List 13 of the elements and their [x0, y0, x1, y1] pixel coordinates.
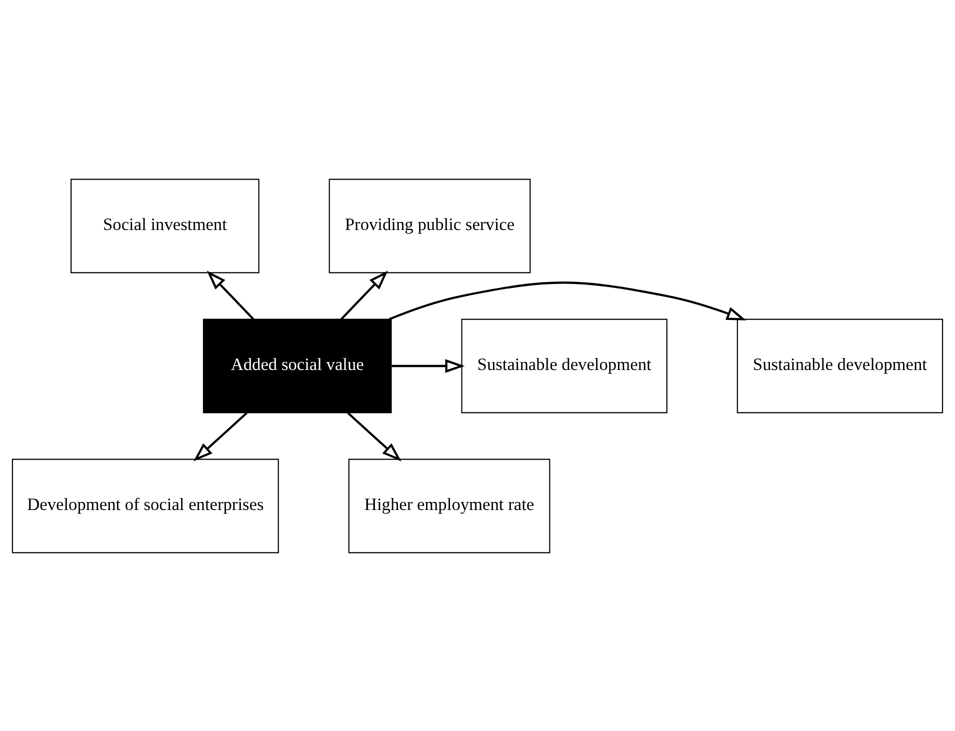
- node-box: Social investment: [70, 178, 260, 273]
- arrow: [347, 412, 402, 461]
- arrow: [388, 281, 746, 320]
- arrow: [193, 412, 248, 461]
- node-box: Sustainable development: [736, 318, 944, 413]
- node-box: Sustainable development: [461, 318, 668, 413]
- node-box: Higher employment rate: [348, 458, 550, 553]
- node-box: Providing public service: [328, 178, 531, 273]
- arrow: [340, 270, 388, 320]
- node-box: Development of social enterprises: [12, 458, 279, 553]
- node-box: Added social value: [202, 318, 392, 413]
- arrow: [392, 358, 465, 372]
- arrow: [206, 270, 254, 320]
